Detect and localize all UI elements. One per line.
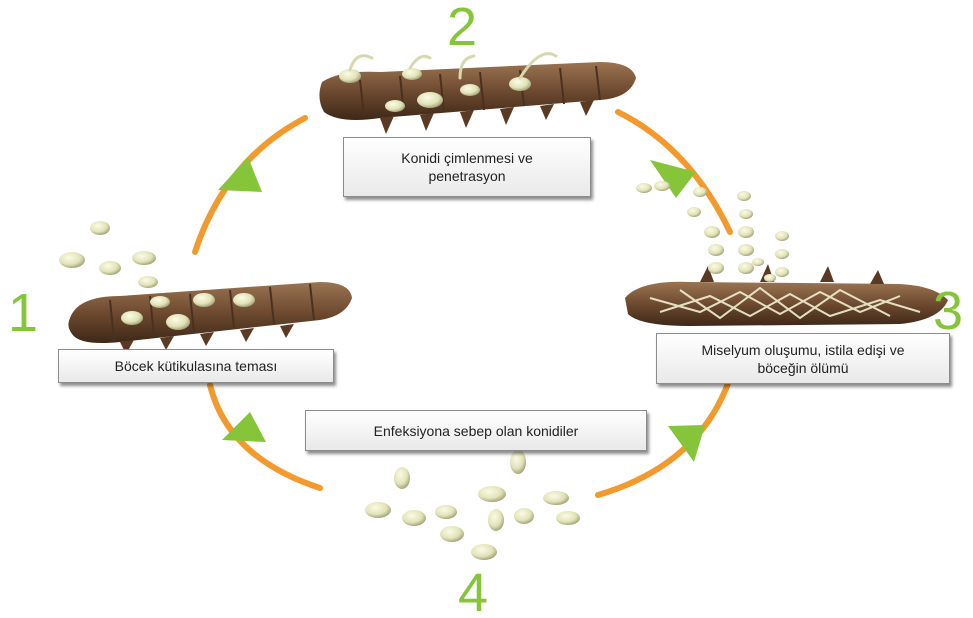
step-number-1: 1 xyxy=(8,286,38,340)
step-number-4: 4 xyxy=(458,566,488,618)
caption-step-2: Konidi çimlenmesi ve penetrasyon xyxy=(343,137,591,197)
caption-step-3: Miselyum oluşumu, istila edişi ve böceği… xyxy=(656,333,950,384)
conidia-cluster-4 xyxy=(365,450,580,560)
step-number-2: 2 xyxy=(447,0,477,54)
larva-stage-2 xyxy=(319,54,636,134)
caption-step-1-text: Böcek kütikulasına teması xyxy=(115,357,278,375)
caption-step-3-text: Miselyum oluşumu, istila edişi ve böceği… xyxy=(683,341,923,377)
larva-stage-1 xyxy=(68,282,352,354)
caption-step-4-text: Enfeksiyona sebep olan konidiler xyxy=(374,422,579,440)
step-number-3: 3 xyxy=(933,284,963,338)
arrow-up-left xyxy=(218,157,262,192)
caption-step-1: Böcek kütikulasına teması xyxy=(58,349,334,383)
caption-step-4: Enfeksiyona sebep olan konidiler xyxy=(305,410,647,451)
caption-step-2-text: Konidi çimlenmesi ve penetrasyon xyxy=(382,149,552,185)
conidia-cluster-1 xyxy=(59,221,158,288)
